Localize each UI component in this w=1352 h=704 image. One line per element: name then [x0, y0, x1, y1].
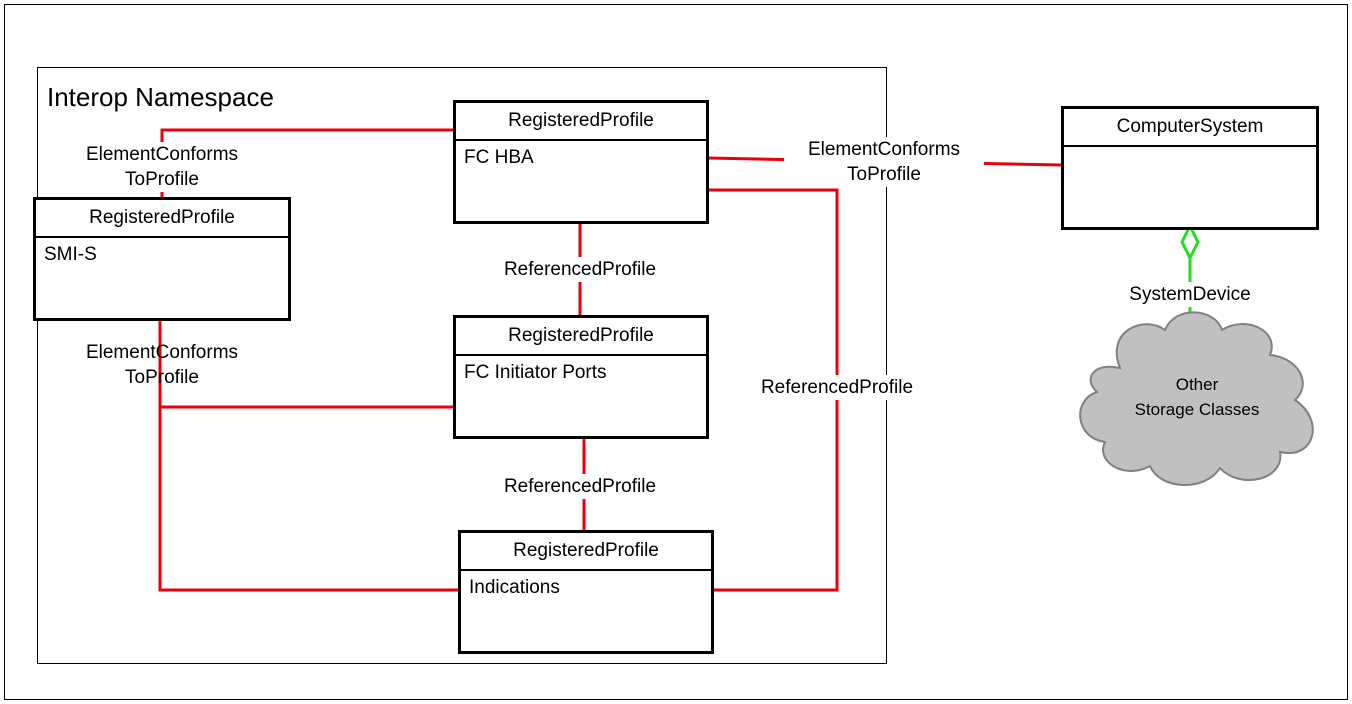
conforms-line-smi-to-indications — [158, 407, 459, 592]
page-frame — [4, 4, 1348, 700]
referenced-label-2: ReferencedProfile — [480, 474, 680, 499]
conforms-label-top: ElementConforms ToProfile — [62, 142, 262, 192]
conforms-label-right-line1: ElementConforms — [807, 139, 961, 160]
cloud-label-line2: Storage Classes — [1135, 400, 1260, 419]
conforms-label-bottom-line1: ElementConforms — [85, 342, 239, 363]
class-body — [1064, 147, 1316, 153]
class-box-fc-hba[interactable]: RegisteredProfile FC HBA — [453, 100, 709, 224]
system-device-label: SystemDevice — [1100, 282, 1280, 307]
conforms-label-bottom: ElementConforms ToProfile — [62, 340, 262, 390]
class-header: RegisteredProfile — [456, 318, 706, 356]
class-header: ComputerSystem — [1064, 109, 1316, 147]
conforms-label-top-line1: ElementConforms — [85, 144, 239, 165]
class-box-indications[interactable]: RegisteredProfile Indications — [458, 530, 714, 654]
class-header: RegisteredProfile — [36, 200, 288, 238]
interop-namespace-boundary — [37, 67, 887, 664]
cloud-label-line1: Other — [1176, 375, 1219, 394]
class-header: RegisteredProfile — [456, 103, 706, 141]
class-body: FC HBA — [464, 147, 534, 168]
class-body: Indications — [469, 577, 560, 598]
class-box-computer-system[interactable]: ComputerSystem — [1061, 106, 1319, 230]
class-header: RegisteredProfile — [461, 533, 711, 571]
class-box-smi-s[interactable]: RegisteredProfile SMI-S — [33, 197, 291, 321]
conforms-label-bottom-line2: ToProfile — [125, 367, 199, 388]
conforms-label-top-line2: ToProfile — [125, 169, 199, 190]
referenced-label-1: ReferencedProfile — [480, 257, 680, 282]
namespace-title: Interop Namespace — [47, 82, 274, 112]
conforms-label-right-line2: ToProfile — [847, 164, 921, 185]
aggregation-diamond-icon — [1180, 222, 1200, 262]
class-box-fc-initiator-ports[interactable]: RegisteredProfile FC Initiator Ports — [453, 315, 709, 439]
class-body: SMI-S — [44, 244, 97, 265]
cloud-shape — [1079, 311, 1314, 486]
conforms-label-right: ElementConforms ToProfile — [784, 137, 984, 187]
referenced-label-right: ReferencedProfile — [737, 375, 937, 400]
class-body: FC Initiator Ports — [464, 362, 607, 383]
